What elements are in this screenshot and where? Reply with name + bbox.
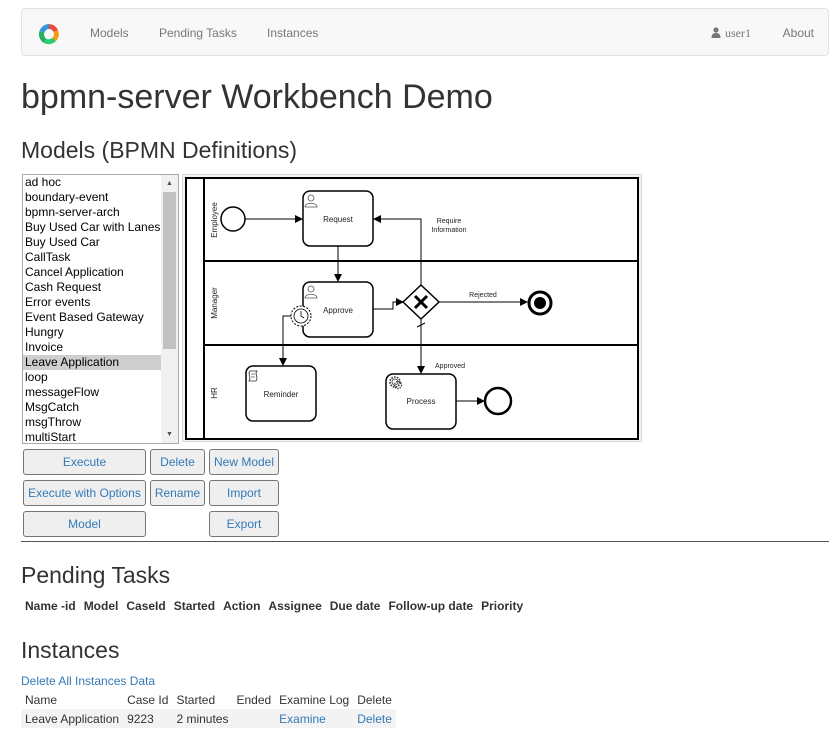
exclusive-gateway[interactable]	[401, 283, 441, 321]
bpmn-diagram[interactable]: Employee Manager HR Request Approve	[182, 174, 642, 442]
list-item[interactable]: bpmn-server-arch	[25, 205, 120, 219]
scroll-thumb[interactable]	[163, 192, 176, 349]
nav-instances[interactable]: Instances	[267, 26, 319, 40]
list-item[interactable]: boundary-event	[25, 190, 109, 204]
end-event-approved[interactable]	[483, 386, 513, 416]
script-icon	[248, 370, 258, 382]
col-case-id: Case Id	[127, 692, 169, 707]
examine-link[interactable]: Examine	[275, 709, 354, 728]
delete-instance-link[interactable]: Delete	[353, 709, 396, 728]
lane-employee-label: Employee	[210, 202, 219, 238]
pending-tasks-heading: Pending Tasks	[21, 562, 171, 588]
task-request-label: Request	[323, 215, 354, 224]
col-started: Started	[173, 599, 216, 613]
list-item[interactable]: Buy Used Car with Lanes	[25, 220, 161, 234]
user-task-icon	[304, 194, 318, 208]
col-priority: Priority	[481, 599, 524, 613]
page-title: bpmn-server Workbench Demo	[21, 78, 493, 116]
list-item[interactable]: messageFlow	[25, 385, 100, 399]
scroll-up-icon[interactable]: ▲	[166, 180, 173, 187]
col-name-id: Name -id	[25, 599, 76, 613]
timer-icon[interactable]	[290, 305, 312, 327]
list-item[interactable]: Cash Request	[25, 280, 102, 294]
pending-header-row: Name -id Model CaseId Started Action Ass…	[21, 597, 527, 615]
flow-require-line1: Require	[437, 218, 462, 225]
table-row: Leave Application 9223 2 minutes Examine…	[21, 709, 396, 728]
list-item[interactable]: CallTask	[25, 250, 71, 264]
model-button[interactable]: Model	[23, 511, 146, 537]
instance-ended	[232, 709, 276, 728]
list-item[interactable]: MsgCatch	[25, 400, 80, 414]
export-button[interactable]: Export	[209, 511, 279, 537]
list-item[interactable]: ad hoc	[25, 175, 62, 189]
nav-models[interactable]: Models	[90, 26, 129, 40]
task-approve-label: Approve	[323, 306, 353, 315]
section-divider	[21, 541, 829, 542]
task-reminder[interactable]	[245, 365, 317, 422]
list-item[interactable]: Buy Used Car	[25, 235, 100, 249]
col-case-id: CaseId	[126, 599, 166, 613]
start-event[interactable]	[220, 206, 246, 232]
list-item[interactable]: Event Based Gateway	[25, 310, 144, 324]
lane-hr-label: HR	[210, 387, 219, 399]
nav-pending-tasks[interactable]: Pending Tasks	[159, 26, 237, 40]
scroll-down-icon[interactable]: ▼	[166, 431, 173, 438]
instances-header-row: Name Case Id Started Ended Examine Log D…	[21, 690, 396, 709]
rename-button[interactable]: Rename	[150, 480, 205, 506]
col-follow-up-date: Follow-up date	[388, 599, 474, 613]
col-model: Model	[83, 599, 119, 613]
instances-heading: Instances	[21, 637, 120, 663]
user-name: user1	[725, 26, 751, 40]
list-item[interactable]: Cancel Application	[25, 265, 124, 279]
app-logo-icon[interactable]	[37, 22, 61, 46]
flow-approved-label: Approved	[435, 363, 465, 370]
list-item[interactable]: Error events	[25, 295, 91, 309]
execute-with-options-button[interactable]: Execute with Options	[23, 480, 146, 506]
import-button[interactable]: Import	[209, 480, 279, 506]
user-icon	[711, 27, 721, 38]
instance-name: Leave Application	[21, 709, 124, 728]
service-gear-icon	[389, 376, 403, 390]
list-item[interactable]: msgThrow	[25, 415, 82, 429]
delete-model-button[interactable]: Delete	[150, 449, 205, 475]
execute-button[interactable]: Execute	[23, 449, 146, 475]
nav-about[interactable]: About	[782, 26, 814, 40]
nav-user[interactable]: user1	[711, 26, 751, 41]
col-action: Action	[223, 599, 261, 613]
col-due-date: Due date	[329, 599, 381, 613]
delete-all-instances-link[interactable]: Delete All Instances Data	[21, 674, 156, 688]
task-process-label: Process	[407, 397, 436, 406]
list-item[interactable]: Leave Application	[23, 355, 162, 370]
col-examine-log: Examine Log	[279, 692, 350, 707]
navbar: Models Pending Tasks Instances user1 Abo…	[21, 8, 829, 56]
instance-case-id: 9223	[123, 709, 173, 728]
scrollbar[interactable]: ▲ ▼	[161, 175, 178, 443]
new-model-button[interactable]: New Model	[209, 449, 279, 475]
lane-manager-label: Manager	[210, 287, 219, 319]
instance-started: 2 minutes	[172, 709, 233, 728]
instances-table: Name Case Id Started Ended Examine Log D…	[21, 690, 396, 728]
list-item[interactable]: multiStart	[25, 430, 76, 444]
col-name: Name	[25, 692, 58, 707]
col-delete: Delete	[357, 692, 392, 707]
col-ended: Ended	[236, 692, 272, 707]
col-assignee: Assignee	[268, 599, 322, 613]
models-heading: Models (BPMN Definitions)	[21, 137, 298, 163]
flow-rejected-label: Rejected	[469, 292, 497, 299]
list-item[interactable]: Invoice	[25, 340, 64, 354]
user-task-icon	[304, 285, 318, 299]
pending-tasks-table: Name -id Model CaseId Started Action Ass…	[21, 597, 527, 615]
task-reminder-label: Reminder	[264, 390, 299, 399]
flow-require-line2: Information	[431, 227, 466, 234]
list-item[interactable]: Hungry	[25, 325, 64, 339]
col-started: Started	[176, 692, 216, 707]
list-item[interactable]: loop	[25, 370, 48, 384]
